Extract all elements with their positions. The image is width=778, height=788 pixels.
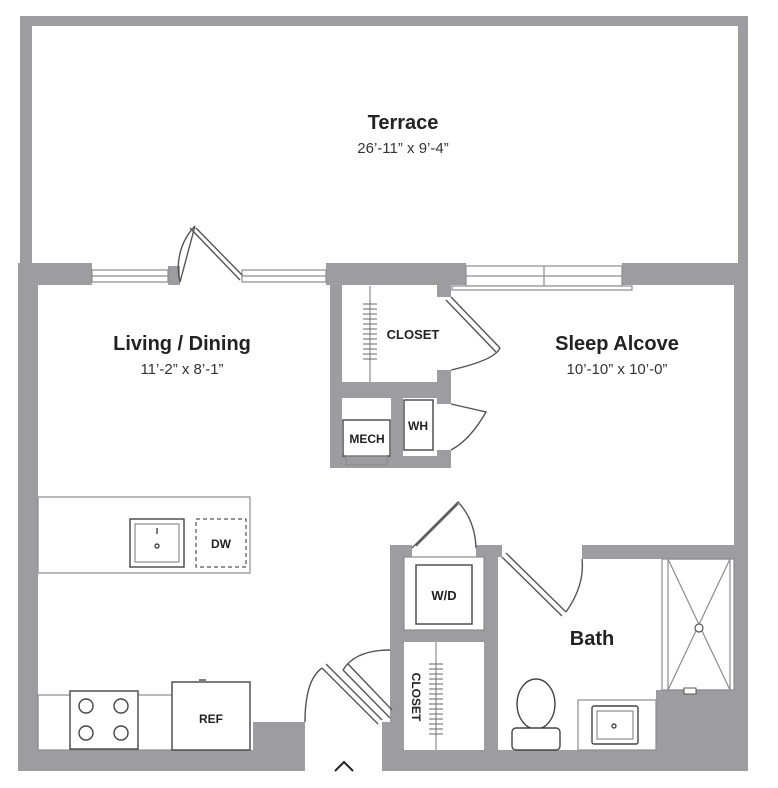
living-name: Living / Dining <box>113 333 251 355</box>
kitchen-island: DW <box>37 496 251 574</box>
wd-label: W/D <box>431 588 456 603</box>
bath-label: Bath <box>570 628 614 650</box>
terrace-dims: 26’-11” x 9’-4” <box>357 140 448 157</box>
kitchen-counter: REF <box>37 679 251 751</box>
sleep-name: Sleep Alcove <box>555 333 679 355</box>
doors <box>177 225 584 725</box>
bath-vanity <box>577 699 657 751</box>
chevron-up-icon <box>334 760 354 772</box>
sleep-dims: 10’-10” x 10’-0” <box>567 361 668 378</box>
living-label: Living / Dining 11’-2” x 8’-1” <box>113 333 251 378</box>
washer-dryer: W/D <box>403 556 485 631</box>
windows <box>91 265 633 291</box>
closet-lower-label: CLOSET <box>409 673 423 722</box>
closet-lower: CLOSET <box>409 642 443 750</box>
walls <box>18 263 748 771</box>
water-heater: WH <box>403 399 434 451</box>
bath-name: Bath <box>570 628 614 650</box>
sleep-label: Sleep Alcove 10’-10” x 10’-0” <box>555 333 679 378</box>
wh-label: WH <box>408 419 428 433</box>
terrace-name: Terrace <box>368 112 439 134</box>
dishwasher-label: DW <box>211 537 232 551</box>
closet-upper-label: CLOSET <box>387 327 440 342</box>
living-dims: 11’-2” x 8’-1” <box>140 361 223 378</box>
terrace-label: Terrace 26’-11” x 9’-4” <box>357 112 448 157</box>
closet-upper: CLOSET <box>363 286 439 382</box>
mech-unit: MECH <box>342 419 391 466</box>
mech-label: MECH <box>349 432 384 446</box>
ref-label: REF <box>199 712 223 726</box>
shower <box>661 558 735 695</box>
toilet <box>511 678 561 751</box>
